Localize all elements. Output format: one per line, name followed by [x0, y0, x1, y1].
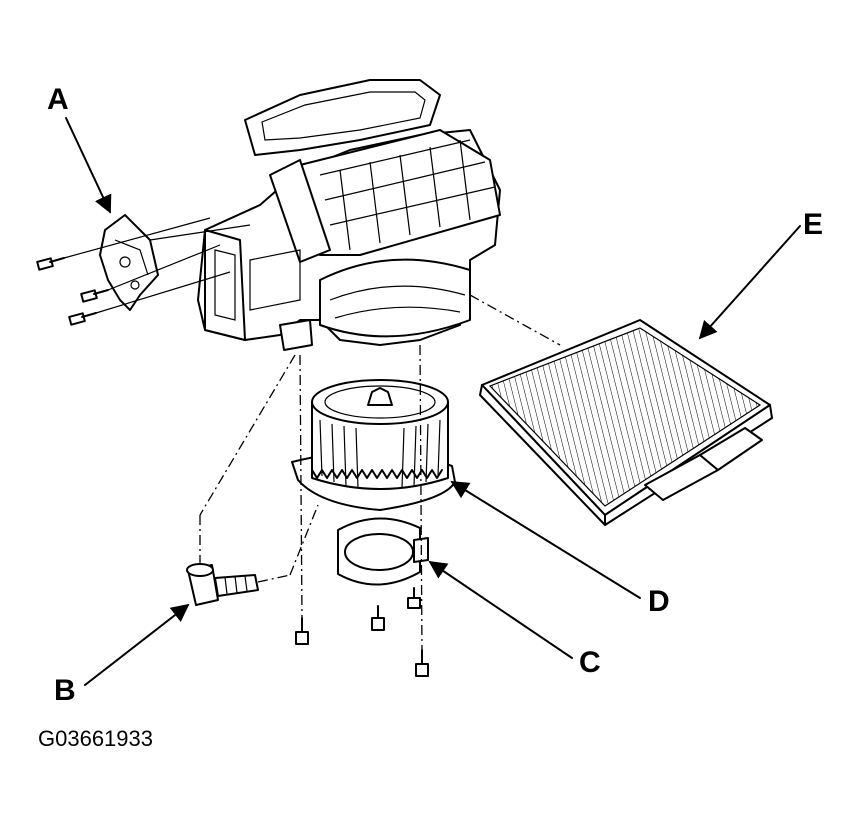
callout-e-arrow: [698, 225, 801, 340]
callout-d-arrow: [450, 481, 641, 599]
part-c-clamp: [337, 517, 429, 586]
alignment-lines: [199, 294, 561, 651]
part-b-connector: [186, 563, 259, 606]
callout-label-a: A: [47, 83, 69, 116]
figure-id: G03661933: [38, 726, 153, 751]
part-a-resistor: [99, 214, 159, 311]
callout-a-arrow: [65, 117, 112, 214]
callout-label-b: B: [54, 674, 76, 707]
screw-a-2: [80, 289, 109, 303]
part-e-filter: [479, 319, 773, 526]
blower-housing: [197, 79, 501, 351]
screw-lower-4: [415, 649, 429, 677]
screw-lower-2: [371, 605, 385, 631]
callout-c-arrow: [428, 560, 573, 659]
screw-lower-1: [295, 617, 309, 645]
callout-label-d: D: [648, 585, 670, 618]
callout-label-c: C: [579, 646, 601, 679]
callout-label-e: E: [803, 208, 824, 241]
screw-a-1: [36, 257, 65, 271]
callout-b-arrow: [84, 603, 190, 686]
part-d-blower-motor: [291, 379, 456, 511]
screw-a-3: [68, 312, 97, 326]
screw-lower-3: [407, 587, 421, 609]
part-a-guide-lines: [63, 217, 251, 314]
